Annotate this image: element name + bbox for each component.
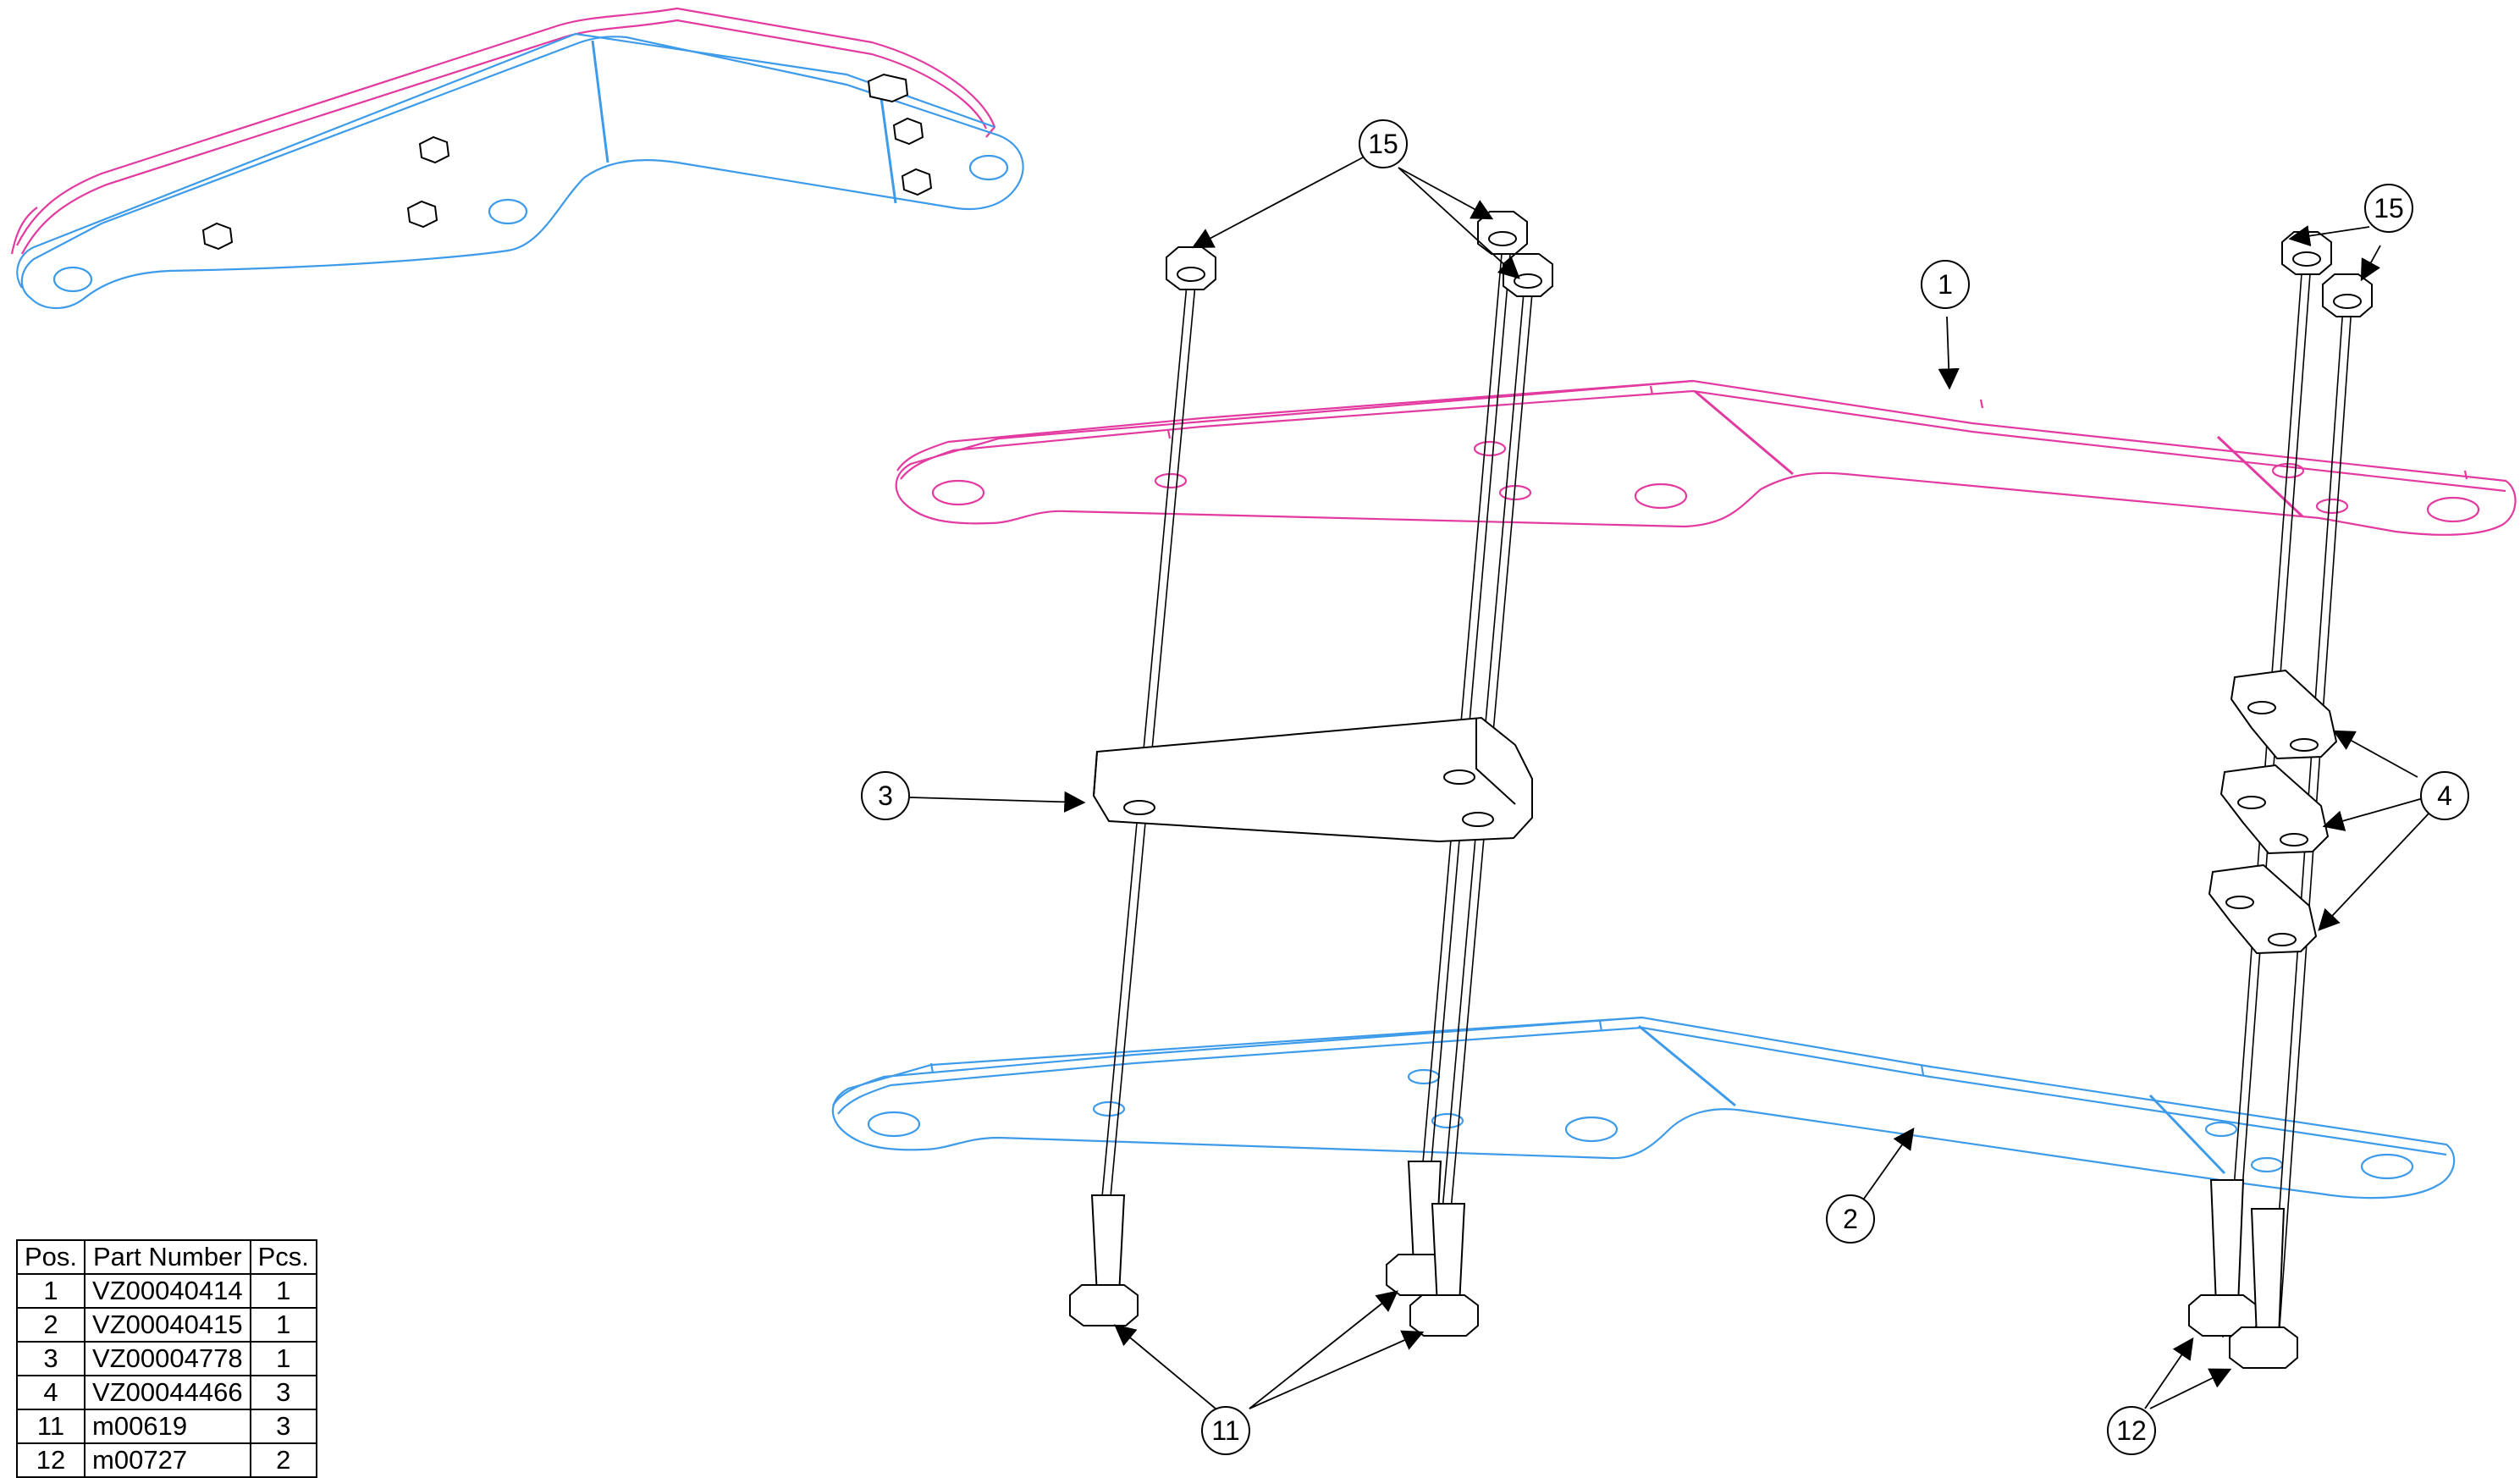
svg-text:1: 1 bbox=[1938, 269, 1953, 300]
bom-header-row: Pos. Part Number Pcs. bbox=[15, 1239, 317, 1275]
bom-part-number: VZ00044466 bbox=[84, 1375, 251, 1410]
part-1-upper-plate bbox=[895, 379, 2517, 536]
svg-text:15: 15 bbox=[2374, 193, 2404, 223]
callout-15-left: 15 bbox=[1359, 119, 1408, 168]
svg-text:11: 11 bbox=[1211, 1415, 1239, 1446]
nut bbox=[1477, 211, 1528, 255]
svg-text:15: 15 bbox=[1368, 129, 1398, 159]
nut bbox=[1503, 253, 1553, 297]
bom-row: 4 VZ00044466 3 bbox=[15, 1375, 317, 1410]
bom-header-pcs: Pcs. bbox=[249, 1239, 317, 1275]
leader-lines bbox=[909, 157, 2432, 1409]
callout-3: 3 bbox=[861, 771, 910, 820]
bom-part-number: m00619 bbox=[84, 1409, 251, 1444]
bom-row: 1 VZ00040414 1 bbox=[15, 1273, 317, 1309]
bill-of-materials-table: Pos. Part Number Pcs. 1 VZ00040414 1 2 V… bbox=[15, 1239, 317, 1478]
bom-pos: 4 bbox=[15, 1375, 86, 1410]
assembled-view bbox=[10, 7, 1024, 309]
bom-pcs: 3 bbox=[249, 1409, 317, 1444]
part-4-small-spacers bbox=[2208, 669, 2338, 955]
nut bbox=[1166, 246, 1216, 290]
bolt bbox=[2229, 1208, 2298, 1369]
svg-text:12: 12 bbox=[2116, 1415, 2147, 1446]
svg-text:4: 4 bbox=[2437, 780, 2452, 811]
bolts bbox=[1069, 1161, 2298, 1369]
bom-part-number: VZ00040414 bbox=[84, 1273, 251, 1309]
bom-row: 11 m00619 3 bbox=[15, 1409, 317, 1444]
callout-12: 12 bbox=[2107, 1406, 2156, 1455]
bom-header-part-number: Part Number bbox=[84, 1239, 251, 1275]
callout-balloons: 15 15 1 3 4 2 11 12 bbox=[861, 119, 2469, 1455]
bom-pcs: 2 bbox=[249, 1442, 317, 1478]
assembled-bottom-plate bbox=[16, 32, 1024, 309]
bom-pcs: 3 bbox=[249, 1375, 317, 1410]
bolt bbox=[1069, 1194, 1139, 1326]
bom-pcs: 1 bbox=[249, 1307, 317, 1343]
bom-header-pos: Pos. bbox=[15, 1239, 86, 1275]
bom-pos: 3 bbox=[15, 1341, 86, 1376]
assembled-top-plate bbox=[10, 7, 996, 255]
bolt bbox=[2188, 1179, 2258, 1337]
bom-row: 12 m00727 2 bbox=[15, 1442, 317, 1478]
callout-11: 11 bbox=[1201, 1406, 1250, 1455]
bom-part-number: m00727 bbox=[84, 1442, 251, 1478]
svg-text:2: 2 bbox=[1843, 1204, 1858, 1234]
part-15-nuts bbox=[1166, 211, 2373, 317]
bom-row: 3 VZ00004778 1 bbox=[15, 1341, 317, 1376]
bom-pcs: 1 bbox=[249, 1273, 317, 1309]
bom-row: 2 VZ00040415 1 bbox=[15, 1307, 317, 1343]
svg-text:3: 3 bbox=[878, 780, 893, 811]
bom-pos: 12 bbox=[15, 1442, 86, 1478]
bom-pos: 2 bbox=[15, 1307, 86, 1343]
part-3-spacer-block bbox=[1092, 716, 1533, 843]
bom-pcs: 1 bbox=[249, 1341, 317, 1376]
nut bbox=[2281, 231, 2332, 275]
callout-4: 4 bbox=[2420, 771, 2469, 820]
callout-1: 1 bbox=[1921, 260, 1970, 309]
bom-pos: 1 bbox=[15, 1273, 86, 1309]
callout-2: 2 bbox=[1826, 1194, 1875, 1244]
part-2-lower-plate bbox=[831, 1016, 2456, 1199]
nut bbox=[2322, 273, 2373, 317]
callout-15-right: 15 bbox=[2364, 184, 2413, 233]
bolt bbox=[1409, 1203, 1479, 1337]
bom-pos: 11 bbox=[15, 1409, 86, 1444]
bom-part-number: VZ00040415 bbox=[84, 1307, 251, 1343]
assembled-nuts bbox=[201, 73, 933, 251]
bom-part-number: VZ00004778 bbox=[84, 1341, 251, 1376]
